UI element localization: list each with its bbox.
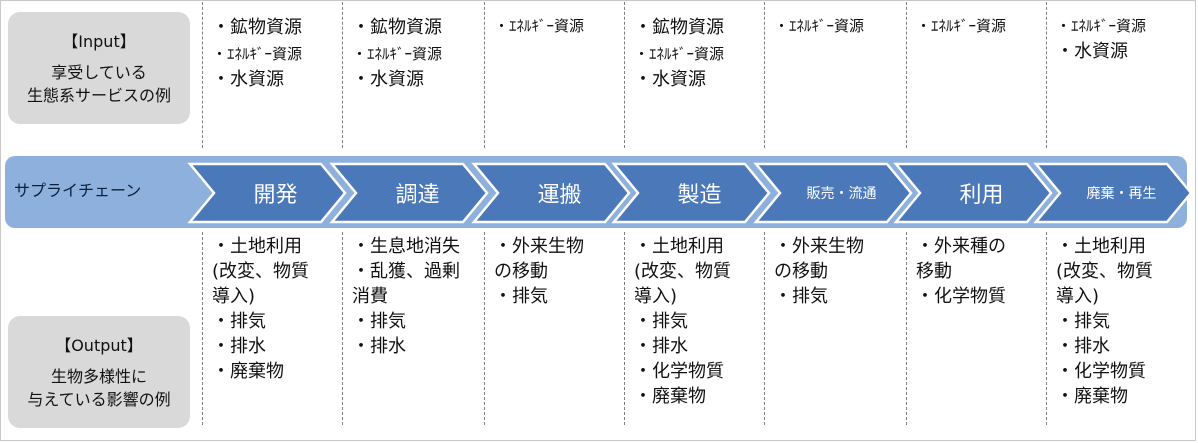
column-divider	[484, 2, 485, 148]
input-desc-line-2: 生態系サービスの例	[26, 85, 171, 105]
input-item: ・鉱物資源	[352, 17, 442, 38]
column-divider	[1046, 2, 1047, 148]
column-divider	[342, 2, 343, 148]
output-desc-line-2: 与えている影響の例	[27, 389, 171, 409]
input-cell-sales-distribution: ・ｴﾈﾙｷﾞｰ資源	[774, 14, 900, 38]
output-cell-disposal-recycle: ・土地利用 (改変、物質 導入) ・排気 ・排水 ・化学物質 ・廃棄物	[1056, 236, 1154, 407]
input-item: ・ｴﾈﾙｷﾞｰ資源	[212, 45, 303, 63]
input-item: ・水資源	[352, 69, 424, 90]
stage-disposal-recycle: 廃棄・再生	[1086, 186, 1157, 202]
column-divider	[342, 232, 343, 425]
output-cell-develop: ・土地利用 (改変、物質 導入) ・排気 ・排水 ・廃棄物	[212, 236, 310, 382]
input-item: ・ｴﾈﾙｷﾞｰ資源	[916, 17, 1007, 35]
stage-use: 利用	[959, 183, 1004, 208]
chevron-procure	[329, 162, 489, 224]
stage-procure: 調達	[395, 183, 440, 208]
stage-sales-distribution: 販売・流通	[806, 186, 877, 202]
supply-chain-label: サプライチェーン	[14, 181, 142, 200]
output-cell-use: ・外来種の 移動 ・化学物質	[916, 236, 1006, 307]
output-cell-sales-distribution: ・外来生物 の移動 ・排気	[774, 236, 864, 307]
chevron-transport	[471, 162, 631, 224]
input-item: ・水資源	[1056, 41, 1128, 62]
input-cell-develop: ・鉱物資源・ｴﾈﾙｷﾞｰ資源・水資源	[212, 14, 338, 94]
chevron-manufacture	[611, 162, 771, 224]
output-cell-procure: ・生息地消失 ・乱獲、過剰 消費 ・排気 ・排水	[352, 236, 460, 357]
output-desc-line-1: 生物多様性に	[50, 366, 147, 386]
column-divider	[906, 232, 907, 425]
column-divider	[624, 232, 625, 425]
input-item: ・水資源	[634, 69, 706, 90]
input-item: ・ｴﾈﾙｷﾞｰ資源	[774, 17, 865, 35]
stage-develop: 開発	[253, 183, 298, 208]
output-title: 【Output】	[55, 335, 143, 355]
input-item: ・ｴﾈﾙｷﾞｰ資源	[494, 17, 585, 35]
input-item: ・ｴﾈﾙｷﾞｰ資源	[634, 45, 725, 63]
input-item: ・水資源	[212, 69, 284, 90]
column-divider	[764, 232, 765, 425]
chevron-use	[893, 162, 1053, 224]
column-divider	[202, 232, 203, 425]
input-item: ・鉱物資源	[634, 17, 724, 38]
input-cell-use: ・ｴﾈﾙｷﾞｰ資源	[916, 14, 1042, 38]
stage-transport: 運搬	[537, 183, 582, 208]
input-item: ・鉱物資源	[212, 17, 302, 38]
chevron-disposal-recycle	[1033, 162, 1193, 224]
column-divider	[1046, 232, 1047, 425]
input-item: ・ｴﾈﾙｷﾞｰ資源	[1056, 17, 1147, 35]
column-divider	[624, 2, 625, 148]
chevron-sales-distribution	[753, 162, 913, 224]
input-desc-line-1: 享受している	[51, 62, 147, 82]
input-label-box: 【Input】 享受している 生態系サービスの例	[8, 12, 190, 124]
column-divider	[906, 2, 907, 148]
output-cell-transport: ・外来生物 の移動 ・排気	[494, 236, 584, 307]
input-cell-manufacture: ・鉱物資源・ｴﾈﾙｷﾞｰ資源・水資源	[634, 14, 760, 94]
stage-manufacture: 製造	[677, 183, 722, 208]
column-divider	[202, 2, 203, 148]
input-cell-disposal-recycle: ・ｴﾈﾙｷﾞｰ資源・水資源	[1056, 14, 1182, 66]
input-title: 【Input】	[62, 31, 136, 51]
output-label-box: 【Output】 生物多様性に 与えている影響の例	[8, 316, 190, 428]
chevron-develop	[187, 162, 347, 224]
input-cell-transport: ・ｴﾈﾙｷﾞｰ資源	[494, 14, 620, 38]
input-item: ・ｴﾈﾙｷﾞｰ資源	[352, 45, 443, 63]
column-divider	[484, 232, 485, 425]
column-divider	[764, 2, 765, 148]
input-cell-procure: ・鉱物資源・ｴﾈﾙｷﾞｰ資源・水資源	[352, 14, 478, 94]
output-cell-manufacture: ・土地利用 (改変、物質 導入) ・排気 ・排水 ・化学物質 ・廃棄物	[634, 236, 732, 407]
